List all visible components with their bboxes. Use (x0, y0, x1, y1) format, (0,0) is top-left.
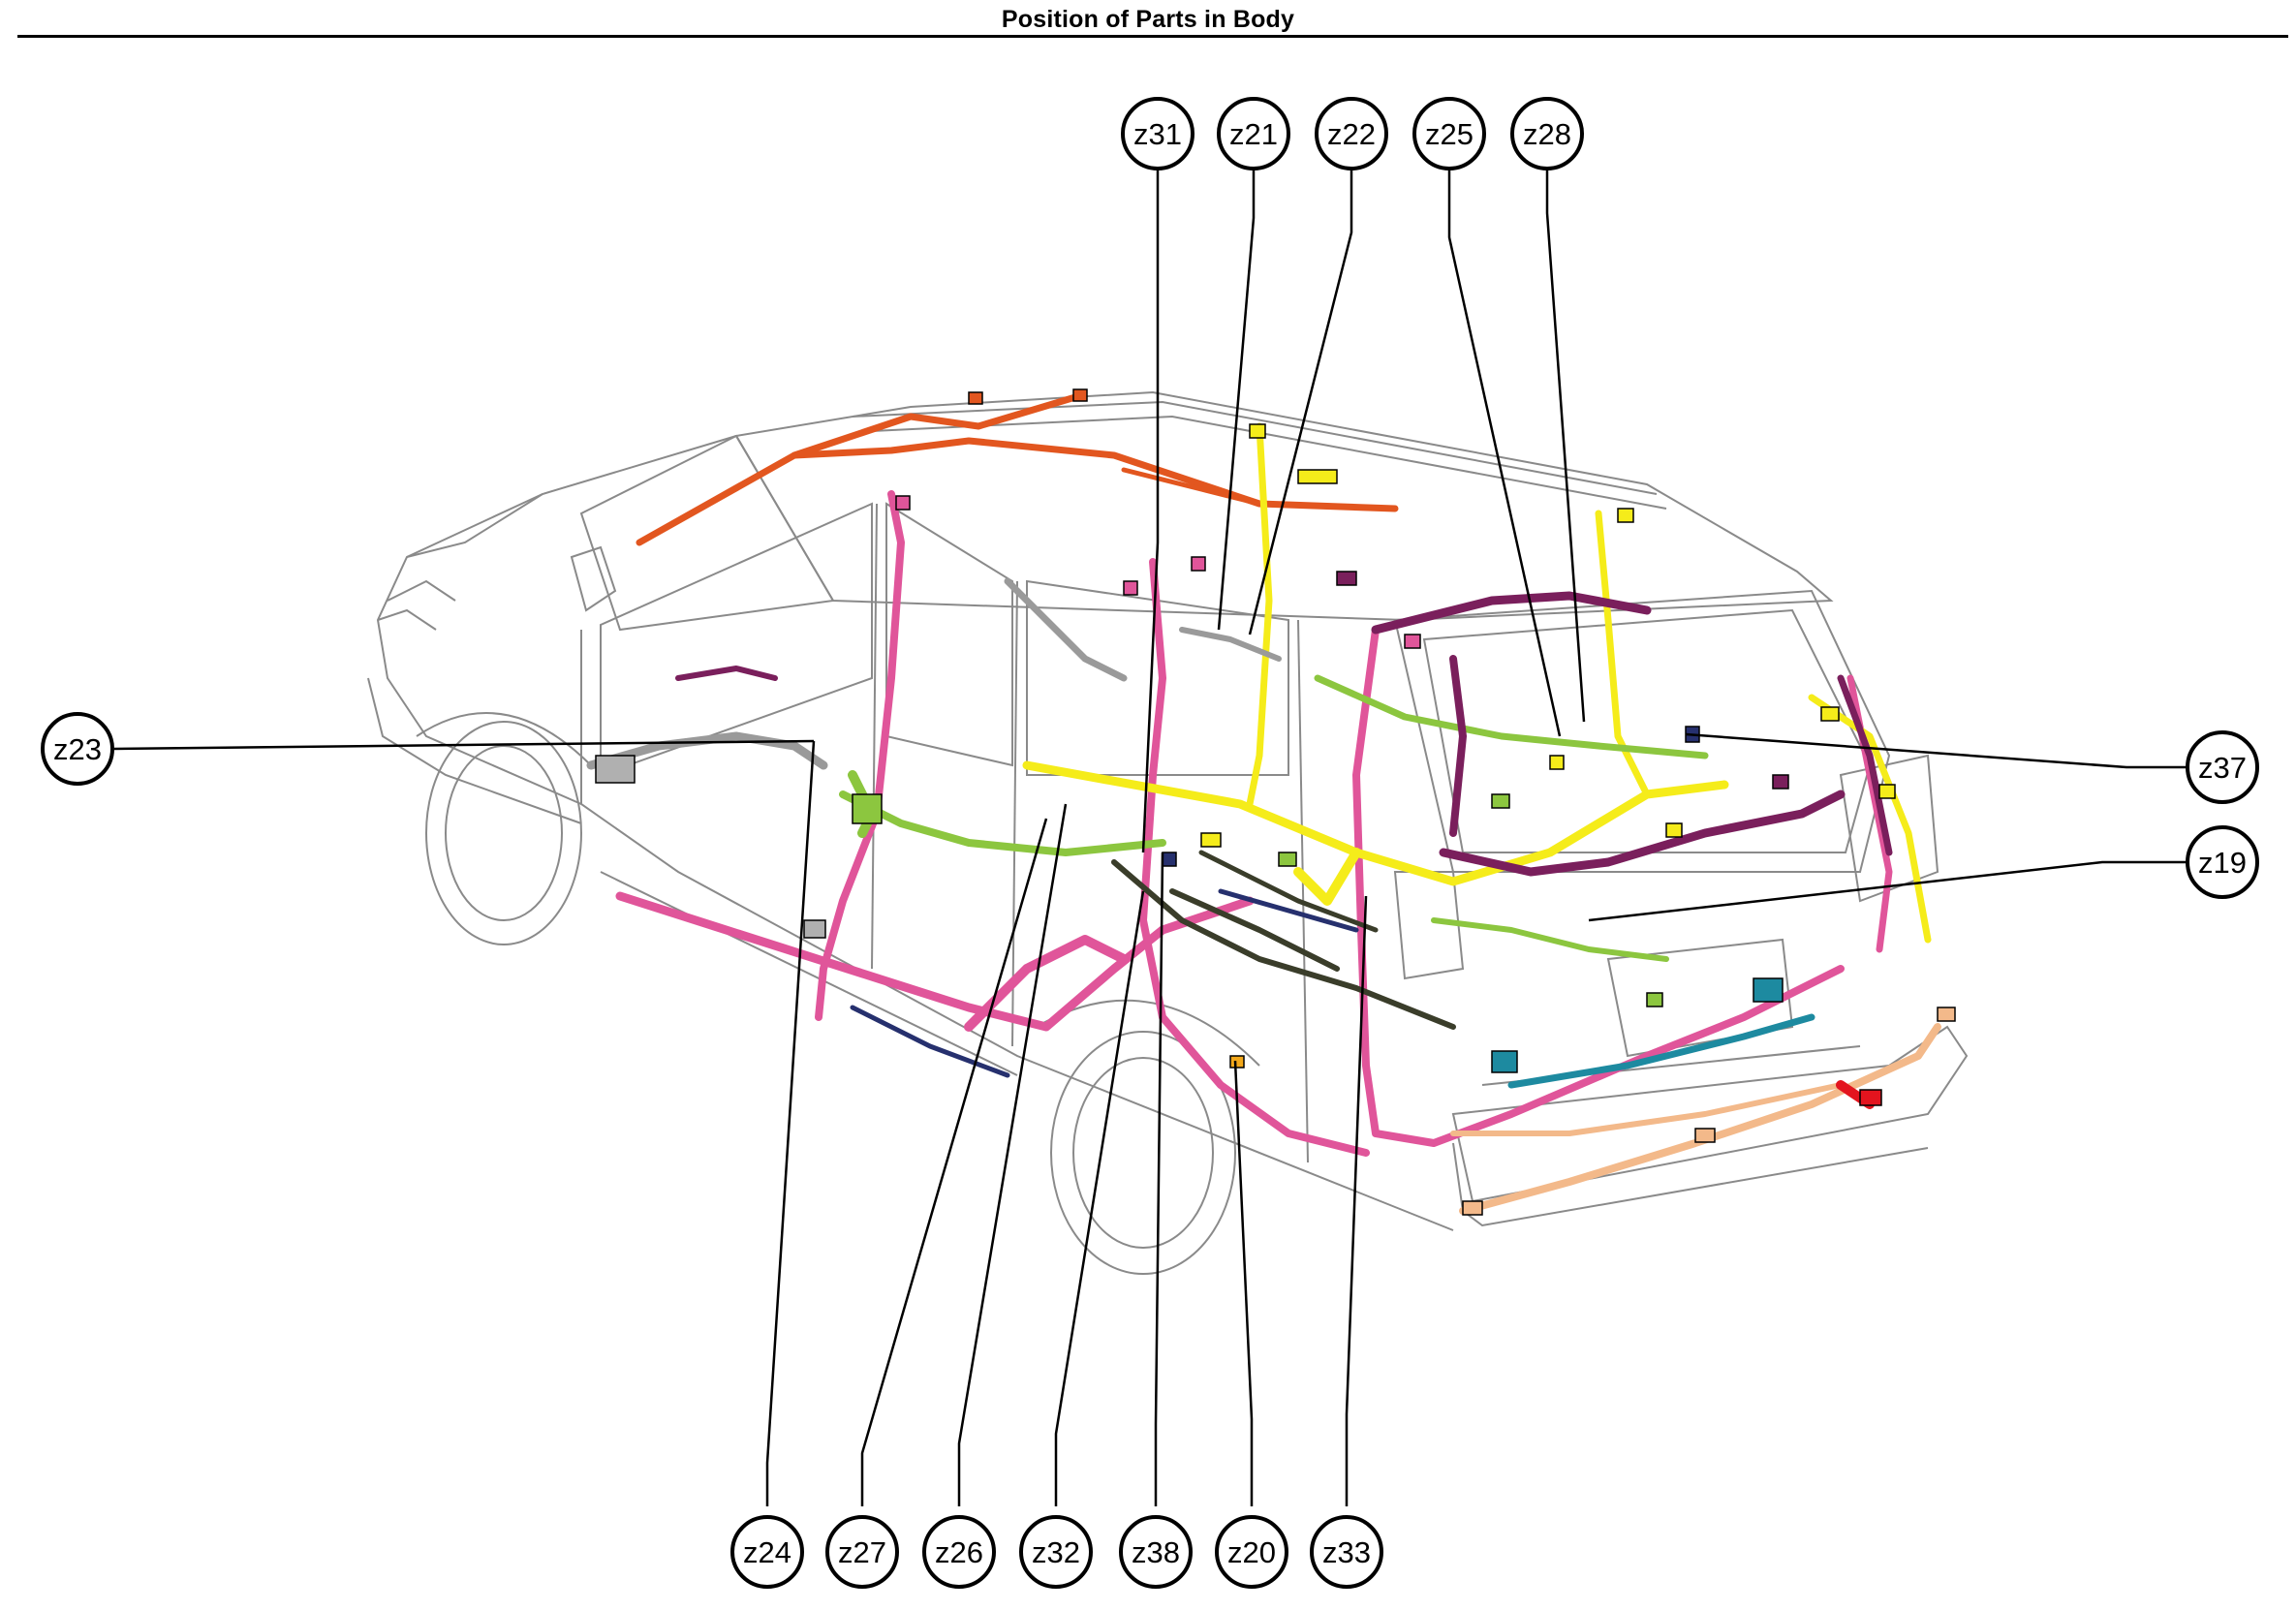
connector (1297, 469, 1338, 484)
connector (1229, 1055, 1245, 1069)
connector (1937, 1007, 1956, 1022)
peach-harness (1459, 1023, 1941, 1215)
callout-leaders (113, 155, 2217, 1506)
navy-harness (850, 1005, 1010, 1078)
callout-label-z27: z27 (838, 1535, 886, 1569)
connector (803, 919, 826, 939)
callout-label-z33: z33 (1322, 1535, 1371, 1569)
callout-z37: z37 (2186, 730, 2259, 804)
connector (1549, 755, 1565, 770)
connector (1859, 1089, 1882, 1106)
callouts: z31 z21 z22 z25 z28 z23 z37 z19 (41, 97, 2259, 1589)
leader-z32 (1054, 890, 1145, 1506)
connector (1646, 992, 1663, 1007)
callout-z23: z23 (41, 712, 114, 786)
leader-z31 (1141, 155, 1160, 853)
connector (1694, 1128, 1716, 1143)
connector (1278, 852, 1297, 867)
callout-label-z20: z20 (1227, 1535, 1276, 1569)
connector (1820, 706, 1840, 722)
callout-label-z22: z22 (1327, 117, 1376, 151)
connector (1072, 388, 1088, 402)
callout-label-z37: z37 (2198, 751, 2247, 785)
callout-z33: z33 (1310, 1515, 1383, 1589)
connector (1462, 1200, 1483, 1216)
gray-harness (586, 731, 828, 770)
connector (595, 755, 636, 784)
teal-harness (1507, 1013, 1815, 1089)
leader-z33 (1345, 895, 1368, 1506)
leader-z27 (860, 818, 1048, 1506)
leader-z21 (1217, 155, 1256, 631)
callout-z38: z38 (1119, 1515, 1193, 1589)
callout-z32: z32 (1019, 1515, 1093, 1589)
callout-label-z38: z38 (1132, 1535, 1180, 1569)
callout-z21: z21 (1217, 97, 1290, 170)
callout-label-z28: z28 (1523, 117, 1571, 151)
callout-z19: z19 (2186, 825, 2259, 899)
callout-z20: z20 (1215, 1515, 1288, 1589)
callout-z28: z28 (1510, 97, 1584, 170)
callout-label-z25: z25 (1425, 117, 1474, 151)
leader-z20 (1233, 1060, 1254, 1506)
page-title: Position of Parts in Body (1001, 6, 1295, 33)
roof-harness (636, 437, 1399, 546)
connector (1878, 784, 1896, 799)
leader-z24 (765, 740, 816, 1506)
green-harness (839, 790, 1166, 856)
callout-label-z24: z24 (743, 1535, 791, 1569)
leader-z28 (1545, 155, 1586, 723)
leader-z37 (1685, 732, 2217, 769)
connector (1162, 852, 1177, 867)
callout-label-z32: z32 (1032, 1535, 1080, 1569)
connector (1404, 634, 1421, 649)
callout-z27: z27 (825, 1515, 899, 1589)
callout-z25: z25 (1412, 97, 1486, 170)
connector (1249, 423, 1266, 439)
wire-harnesses (586, 393, 1941, 1215)
callout-label-z23: z23 (53, 732, 102, 766)
callout-z22: z22 (1315, 97, 1388, 170)
connector (1665, 822, 1683, 838)
purple-harness (1371, 591, 1652, 635)
connector (1191, 556, 1206, 572)
connector (852, 793, 883, 824)
leader-z19 (1588, 860, 2217, 922)
connector (1753, 977, 1784, 1003)
connector (968, 391, 983, 405)
connector (1772, 774, 1789, 790)
connector (1617, 508, 1634, 523)
dark-harness (1111, 859, 1456, 1030)
connector (1200, 832, 1222, 848)
yellow-harness (1022, 760, 1729, 886)
callout-label-z26: z26 (935, 1535, 983, 1569)
pink-harness (615, 891, 1255, 1032)
vehicle-body-outline (367, 390, 1969, 1275)
callout-label-z21: z21 (1229, 117, 1278, 151)
connector (1336, 571, 1357, 586)
leader-z38 (1154, 852, 1164, 1506)
connector (1123, 580, 1138, 596)
leader-z25 (1447, 155, 1562, 737)
callout-label-z31: z31 (1133, 117, 1182, 151)
connector (1491, 793, 1510, 809)
leader-z23 (113, 739, 815, 751)
connector (895, 495, 911, 511)
title-rule (17, 35, 2288, 38)
connector-blocks (595, 388, 1956, 1216)
callout-z26: z26 (922, 1515, 996, 1589)
connector (1491, 1050, 1518, 1073)
callout-z24: z24 (730, 1515, 804, 1589)
callout-z31: z31 (1121, 97, 1195, 170)
leader-z26 (957, 803, 1068, 1506)
leader-z22 (1248, 155, 1353, 635)
callout-label-z19: z19 (2198, 846, 2247, 880)
